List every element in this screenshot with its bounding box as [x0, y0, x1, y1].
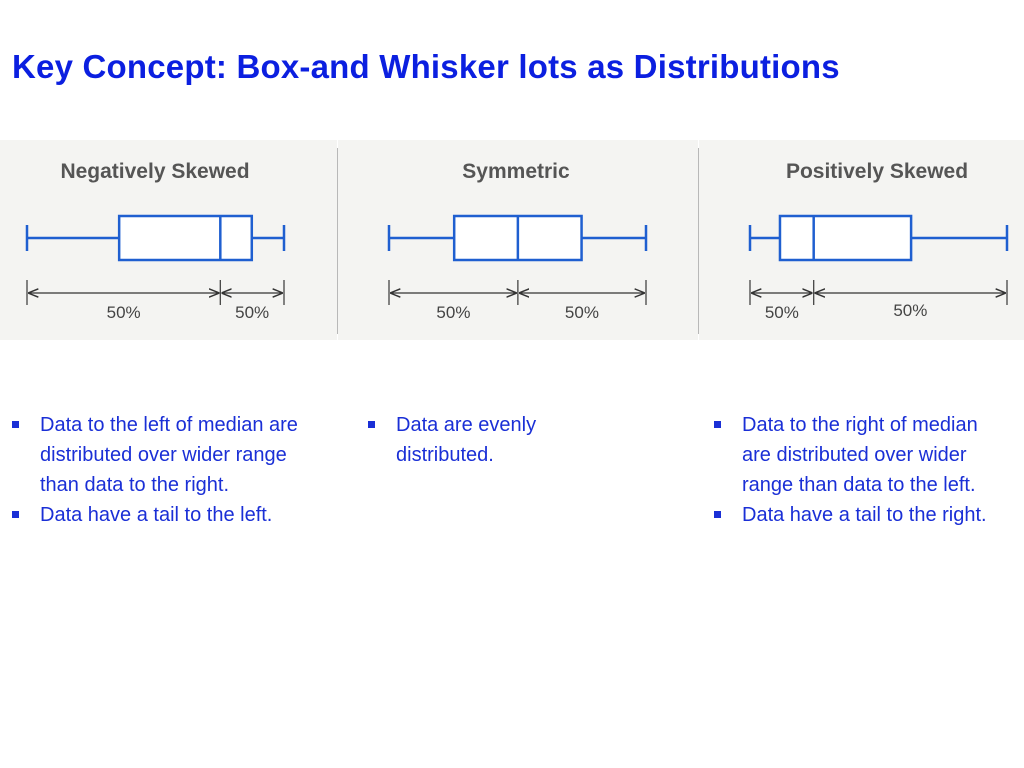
bullet-text: Data to the right of median are distribu…: [742, 414, 978, 496]
bullets-negatively-skewed: Data to the left of median are distribut…: [10, 410, 330, 530]
bullet-item: Data to the left of median are distribut…: [10, 410, 330, 500]
percent-label-right-positive: 50%: [893, 301, 927, 320]
bullet-item: Data have a tail to the left.: [10, 500, 330, 530]
bullet-item: Data have a tail to the right.: [712, 500, 1012, 530]
bullet-item: Data to the right of median are distribu…: [712, 410, 1012, 500]
bullet-text: Data are evenly distributed.: [396, 414, 537, 466]
bullet-item: Data are evenly distributed.: [366, 410, 626, 470]
percent-label-left-positive: 50%: [765, 303, 799, 322]
boxplot-drawings: 50% 50% 50% 50% 50% 50%: [25, 214, 1009, 322]
percent-label-left-symmetric: 50%: [436, 303, 470, 322]
boxplot-figure: Negatively Skewed Symmetric Positively S…: [0, 140, 1024, 340]
bullets-symmetric: Data are evenly distributed.: [366, 410, 626, 470]
iqr-box-negative: [117, 214, 254, 262]
square-bullet-icon: [368, 421, 375, 428]
panel-divider-left: [337, 148, 338, 334]
heading-symmetric: Symmetric: [462, 160, 570, 183]
bullet-text: Data have a tail to the left.: [40, 504, 273, 526]
square-bullet-icon: [12, 421, 19, 428]
square-bullet-icon: [714, 511, 721, 518]
percent-label-right-symmetric: 50%: [565, 303, 599, 322]
percent-label-left-negative: 50%: [107, 303, 141, 322]
square-bullet-icon: [12, 511, 19, 518]
slide-title: Key Concept: Box-and Whisker lots as Dis…: [12, 48, 840, 85]
bullets-positively-skewed: Data to the right of median are distribu…: [712, 410, 1012, 530]
heading-positively-skewed: Positively Skewed: [785, 160, 969, 183]
heading-negatively-skewed: Negatively Skewed: [60, 160, 250, 183]
percent-label-right-negative: 50%: [235, 303, 269, 322]
iqr-box-positive: [778, 214, 913, 262]
square-bullet-icon: [714, 421, 721, 428]
bullet-text: Data have a tail to the right.: [742, 504, 987, 526]
bullet-text: Data to the left of median are distribut…: [40, 414, 298, 496]
panel-divider-right: [698, 148, 699, 334]
